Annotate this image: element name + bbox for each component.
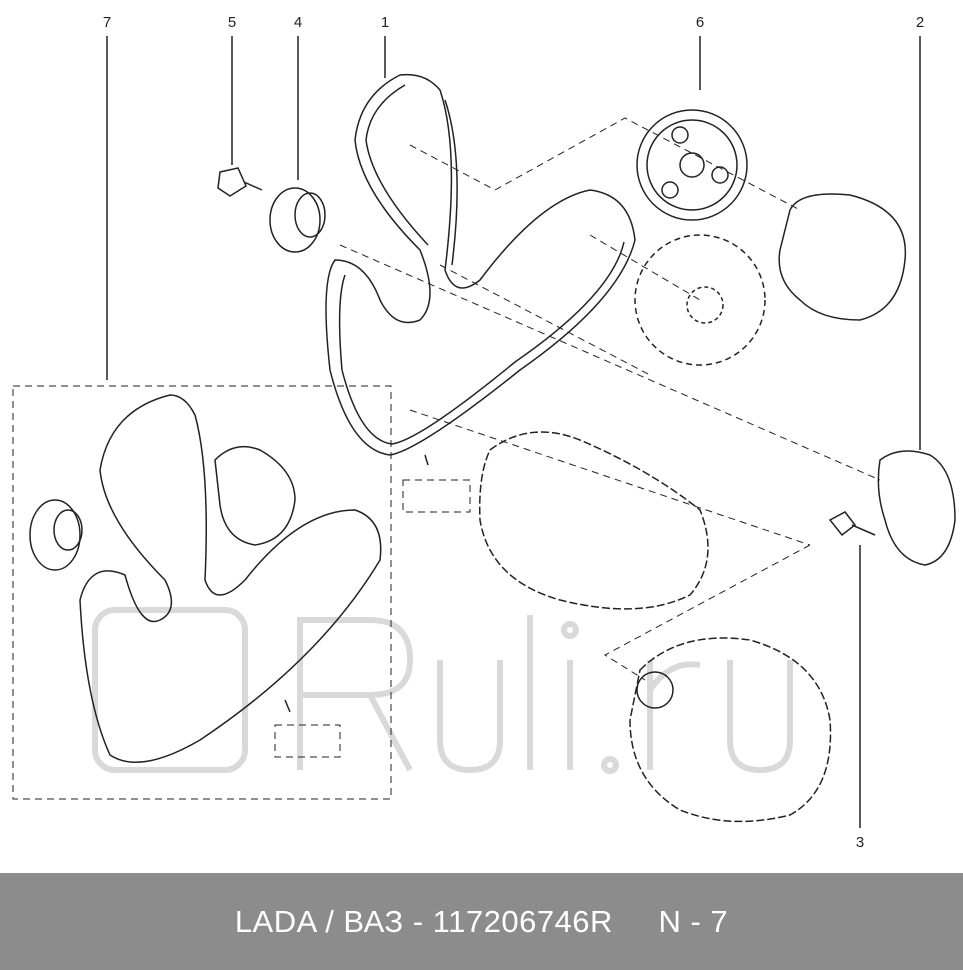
ac-compressor: [478, 431, 709, 610]
tensioner-inset: [214, 445, 296, 546]
idler-roller: [29, 499, 81, 571]
callout-5: 5: [227, 14, 237, 31]
belt-label-box: [402, 479, 471, 513]
callout-7: 7: [102, 14, 112, 31]
belt-drive-exploded-diagram: [12, 36, 956, 828]
callout-2: 2: [915, 14, 925, 31]
belt-1: [325, 73, 636, 456]
power-steering-pump: [778, 193, 907, 321]
callout-4: 4: [293, 14, 303, 31]
footer-bar: LADA / ВАЗ - 117206746R N - 7: [0, 873, 963, 970]
belt-7: [79, 394, 382, 764]
callout-1: 1: [380, 14, 390, 31]
roller-4: [269, 187, 321, 253]
bolt-5: [217, 167, 263, 197]
callout-6: 6: [695, 14, 705, 31]
bolt-3: [828, 511, 876, 537]
tensioner-2: [877, 450, 956, 566]
watermark-logo: [92, 607, 793, 774]
part-number-caption: LADA / ВАЗ - 117206746R N - 7: [234, 903, 729, 939]
callout-3: 3: [855, 834, 865, 851]
alternator: [629, 637, 832, 823]
pulley-6: [636, 109, 748, 221]
crankshaft-pulley: [634, 234, 766, 366]
